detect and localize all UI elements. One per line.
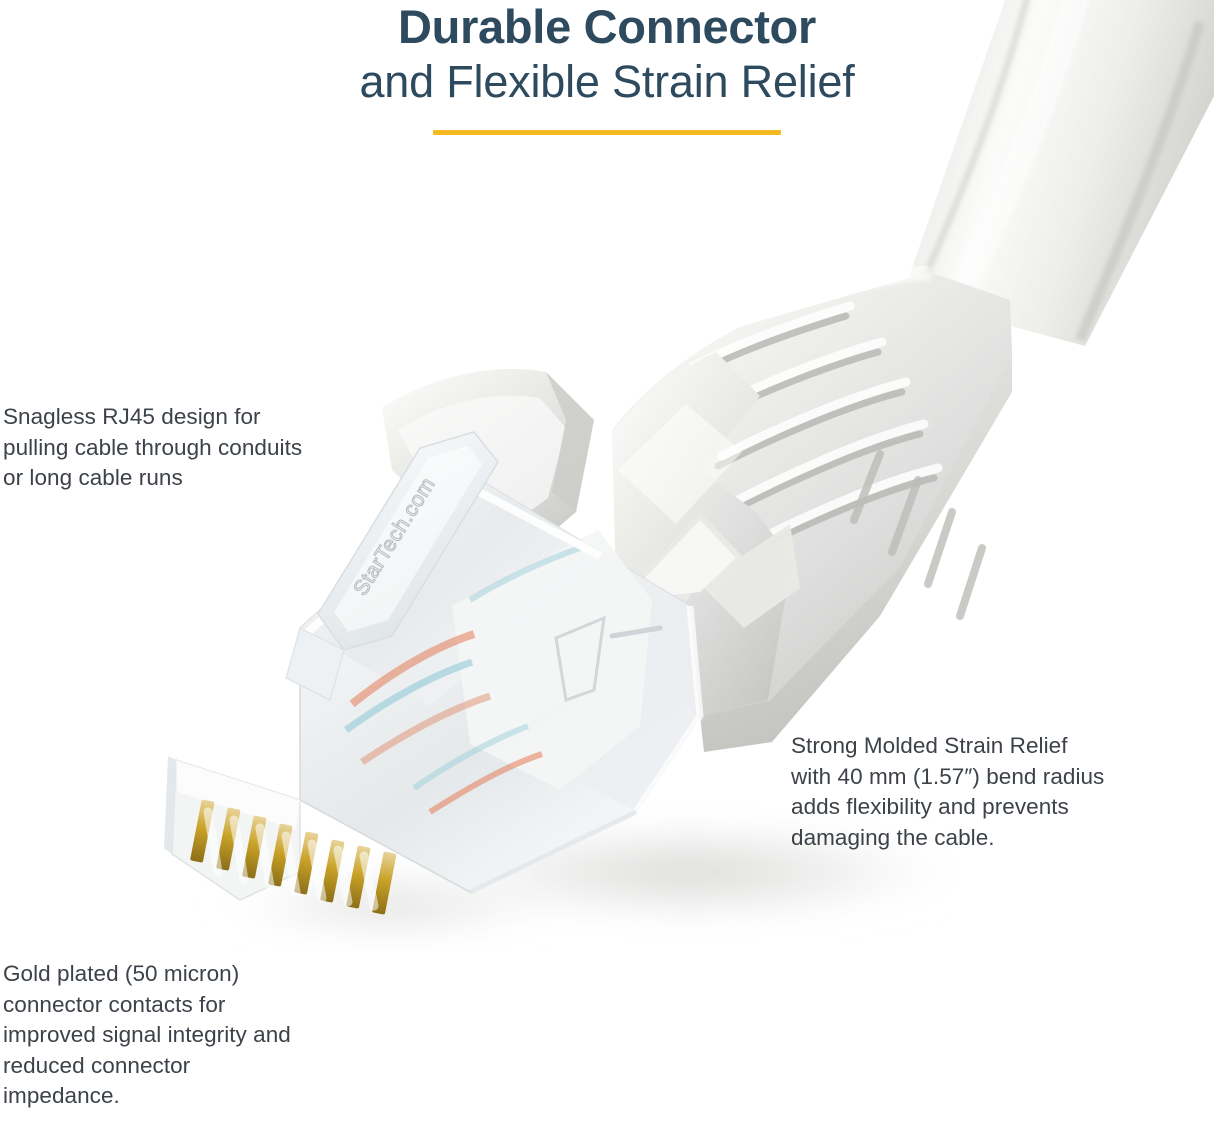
callout-snagless-design: Snagless RJ45 design for pulling cable t… xyxy=(3,404,303,490)
cable-jacket xyxy=(902,0,1214,346)
rj45-connector: StarTech.com xyxy=(164,431,704,915)
gold-contacts xyxy=(164,756,397,915)
callout-gold-plated: Gold plated (50 micron) connector contac… xyxy=(3,961,291,1108)
internal-wires xyxy=(343,545,581,815)
latch-tab: StarTech.com xyxy=(285,431,499,701)
callout-strain-relief: Strong Molded Strain Relief with 40 mm (… xyxy=(791,733,1105,850)
